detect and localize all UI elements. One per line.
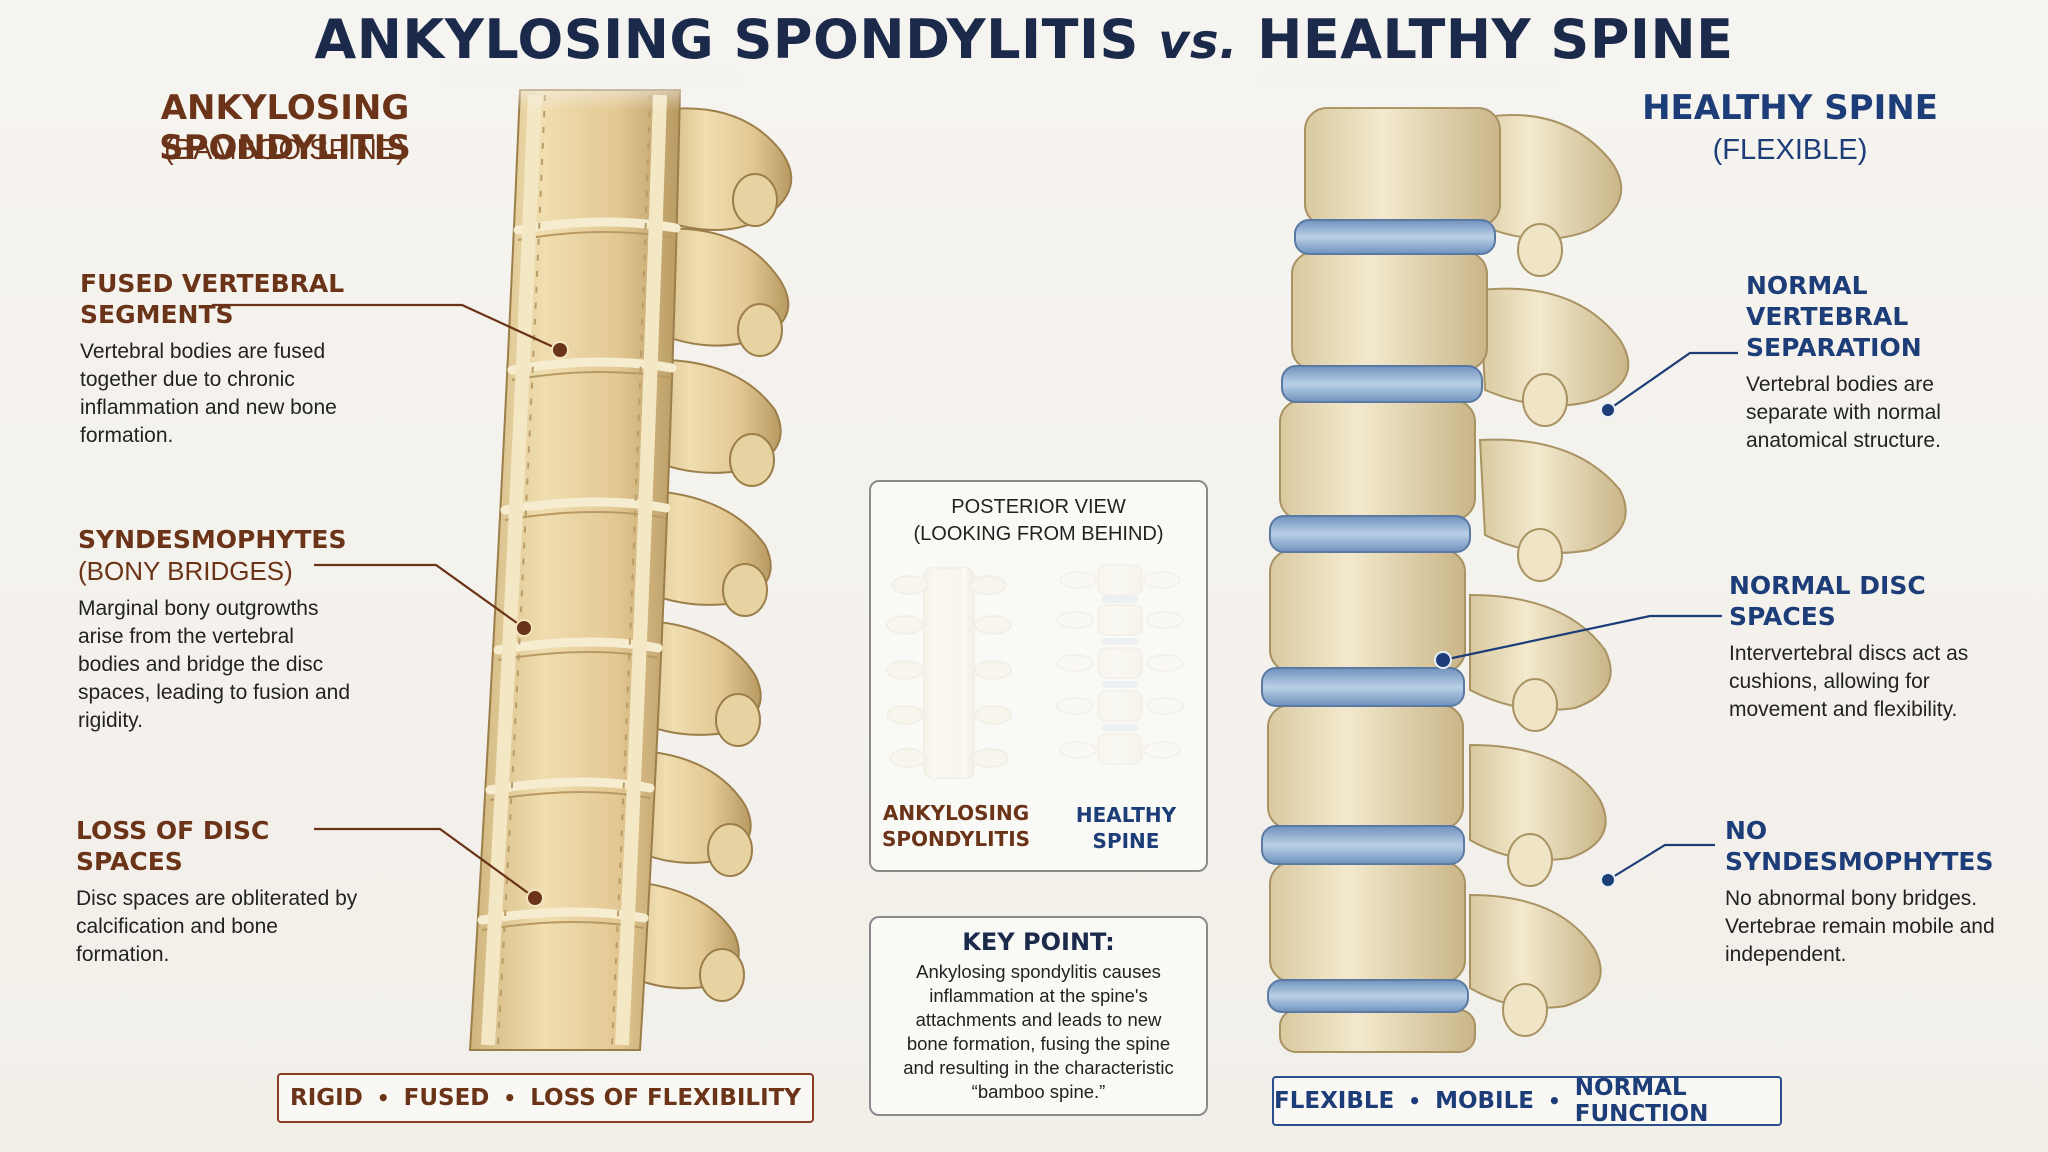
hs-subtitle: (FLEXIBLE)	[1712, 134, 1868, 166]
key-point-text: Ankylosing spondylitis causes inflammati…	[871, 960, 1206, 1104]
hs-label-no-syndesmophytes-heading: NO SYNDESMOPHYTES	[1725, 816, 1994, 876]
as-label-loss-disc: LOSS OF DISC SPACES Disc spaces are obli…	[76, 815, 376, 969]
posterior-hs-label-2: SPINE	[1092, 829, 1160, 853]
hs-banner-item: NORMAL FUNCTION	[1574, 1075, 1709, 1127]
hs-label-no-syndesmophytes-text: No abnormal bony bridges. Vertebrae rema…	[1725, 887, 1995, 966]
as-label-syndesmophytes-subheading: (BONY BRIDGES)	[78, 556, 293, 586]
posterior-title-1: POSTERIOR VIEW	[951, 496, 1126, 518]
hs-banner-item: FLEXIBLE	[1274, 1088, 1395, 1114]
main-title-part1: ANKYLOSING SPONDYLITIS	[314, 8, 1139, 71]
key-point-title: KEY POINT:	[962, 928, 1115, 956]
as-label-syndesmophytes-heading: SYNDESMOPHYTES	[78, 525, 347, 554]
as-label-loss-disc-heading: LOSS OF DISC SPACES	[76, 816, 270, 876]
hs-banner: FLEXIBLE • MOBILE • NORMAL FUNCTION	[1272, 1075, 1782, 1127]
bamboo-spine-illustration	[440, 70, 793, 1051]
key-point-line: inflammation at the spine's	[929, 985, 1148, 1006]
hs-label-separation-heading: NORMAL VERTEBRAL SEPARATION	[1746, 271, 1922, 362]
key-point-line: “bamboo spine.”	[971, 1081, 1106, 1102]
as-banner-item: LOSS OF FLEXIBILITY	[530, 1085, 801, 1111]
key-point-box: KEY POINT: Ankylosing spondylitis causes…	[869, 916, 1208, 1116]
bullet-dot-icon: •	[1547, 1089, 1561, 1113]
posterior-hs-label-1: HEALTHY	[1075, 803, 1177, 827]
hs-label-separation-text: Vertebral bodies are separate with norma…	[1746, 373, 1941, 452]
hs-label-disc-spaces: NORMAL DISC SPACES Intervertebral discs …	[1729, 570, 2009, 724]
bullet-dot-icon: •	[503, 1086, 517, 1110]
as-banner-item: RIGID	[290, 1085, 363, 1111]
posterior-as-label-2: SPONDYLITIS	[881, 827, 1031, 851]
as-banner-item: FUSED	[403, 1085, 490, 1111]
as-label-fused: FUSED VERTEBRAL SEGMENTS Vertebral bodie…	[80, 268, 380, 450]
posterior-hs-label: HEALTHY SPINE	[1051, 802, 1201, 854]
posterior-as-label-1: ANKYLOSING	[882, 801, 1030, 825]
as-title: ANKYLOSING SPONDYLITIS	[159, 88, 411, 168]
posterior-title-2: (LOOKING FROM BEHIND)	[913, 523, 1164, 545]
healthy-spine-illustration	[1260, 70, 1630, 1053]
hs-label-no-syndesmophytes: NO SYNDESMOPHYTES No abnormal bony bridg…	[1725, 815, 2005, 969]
leader-lines	[212, 303, 1738, 899]
as-banner: RIGID • FUSED • LOSS OF FLEXIBILITY	[277, 1073, 814, 1123]
key-point-line: and resulting in the characteristic	[903, 1057, 1174, 1078]
key-point-line: Ankylosing spondylitis causes	[916, 961, 1161, 982]
hs-label-separation: NORMAL VERTEBRAL SEPARATION Vertebral bo…	[1746, 270, 2006, 455]
main-title-vs: vs.	[1158, 14, 1238, 70]
hs-title: HEALTHY SPINE	[1642, 88, 1938, 128]
leader-dots	[515, 341, 1616, 907]
as-label-loss-disc-text: Disc spaces are obliterated by calcifica…	[76, 887, 358, 966]
as-subtitle: (BAMBOO SPINE)	[164, 134, 406, 166]
bullet-dot-icon: •	[376, 1086, 390, 1110]
posterior-as-label: ANKYLOSING SPONDYLITIS	[881, 800, 1031, 852]
main-title: ANKYLOSING SPONDYLITIS vs. HEALTHY SPINE	[0, 8, 2048, 71]
as-label-syndesmophytes: SYNDESMOPHYTES (BONY BRIDGES) Marginal b…	[78, 524, 358, 735]
posterior-view-box: POSTERIOR VIEW (LOOKING FROM BEHIND) ANK…	[869, 480, 1208, 872]
as-label-fused-heading: FUSED VERTEBRAL SEGMENTS	[80, 269, 345, 329]
hs-label-disc-spaces-text: Intervertebral discs act as cushions, al…	[1729, 642, 1969, 721]
as-label-fused-text: Vertebral bodies are fused together due …	[80, 340, 337, 447]
hs-banner-item: MOBILE	[1435, 1088, 1534, 1114]
hs-label-disc-spaces-heading: NORMAL DISC SPACES	[1729, 571, 1926, 631]
main-title-part2: HEALTHY SPINE	[1257, 8, 1734, 71]
as-label-syndesmophytes-text: Marginal bony outgrowths arise from the …	[78, 597, 351, 732]
key-point-line: attachments and leads to new	[915, 1009, 1162, 1030]
bullet-dot-icon: •	[1408, 1089, 1422, 1113]
key-point-line: bone formation, fusing the spine	[906, 1033, 1171, 1054]
